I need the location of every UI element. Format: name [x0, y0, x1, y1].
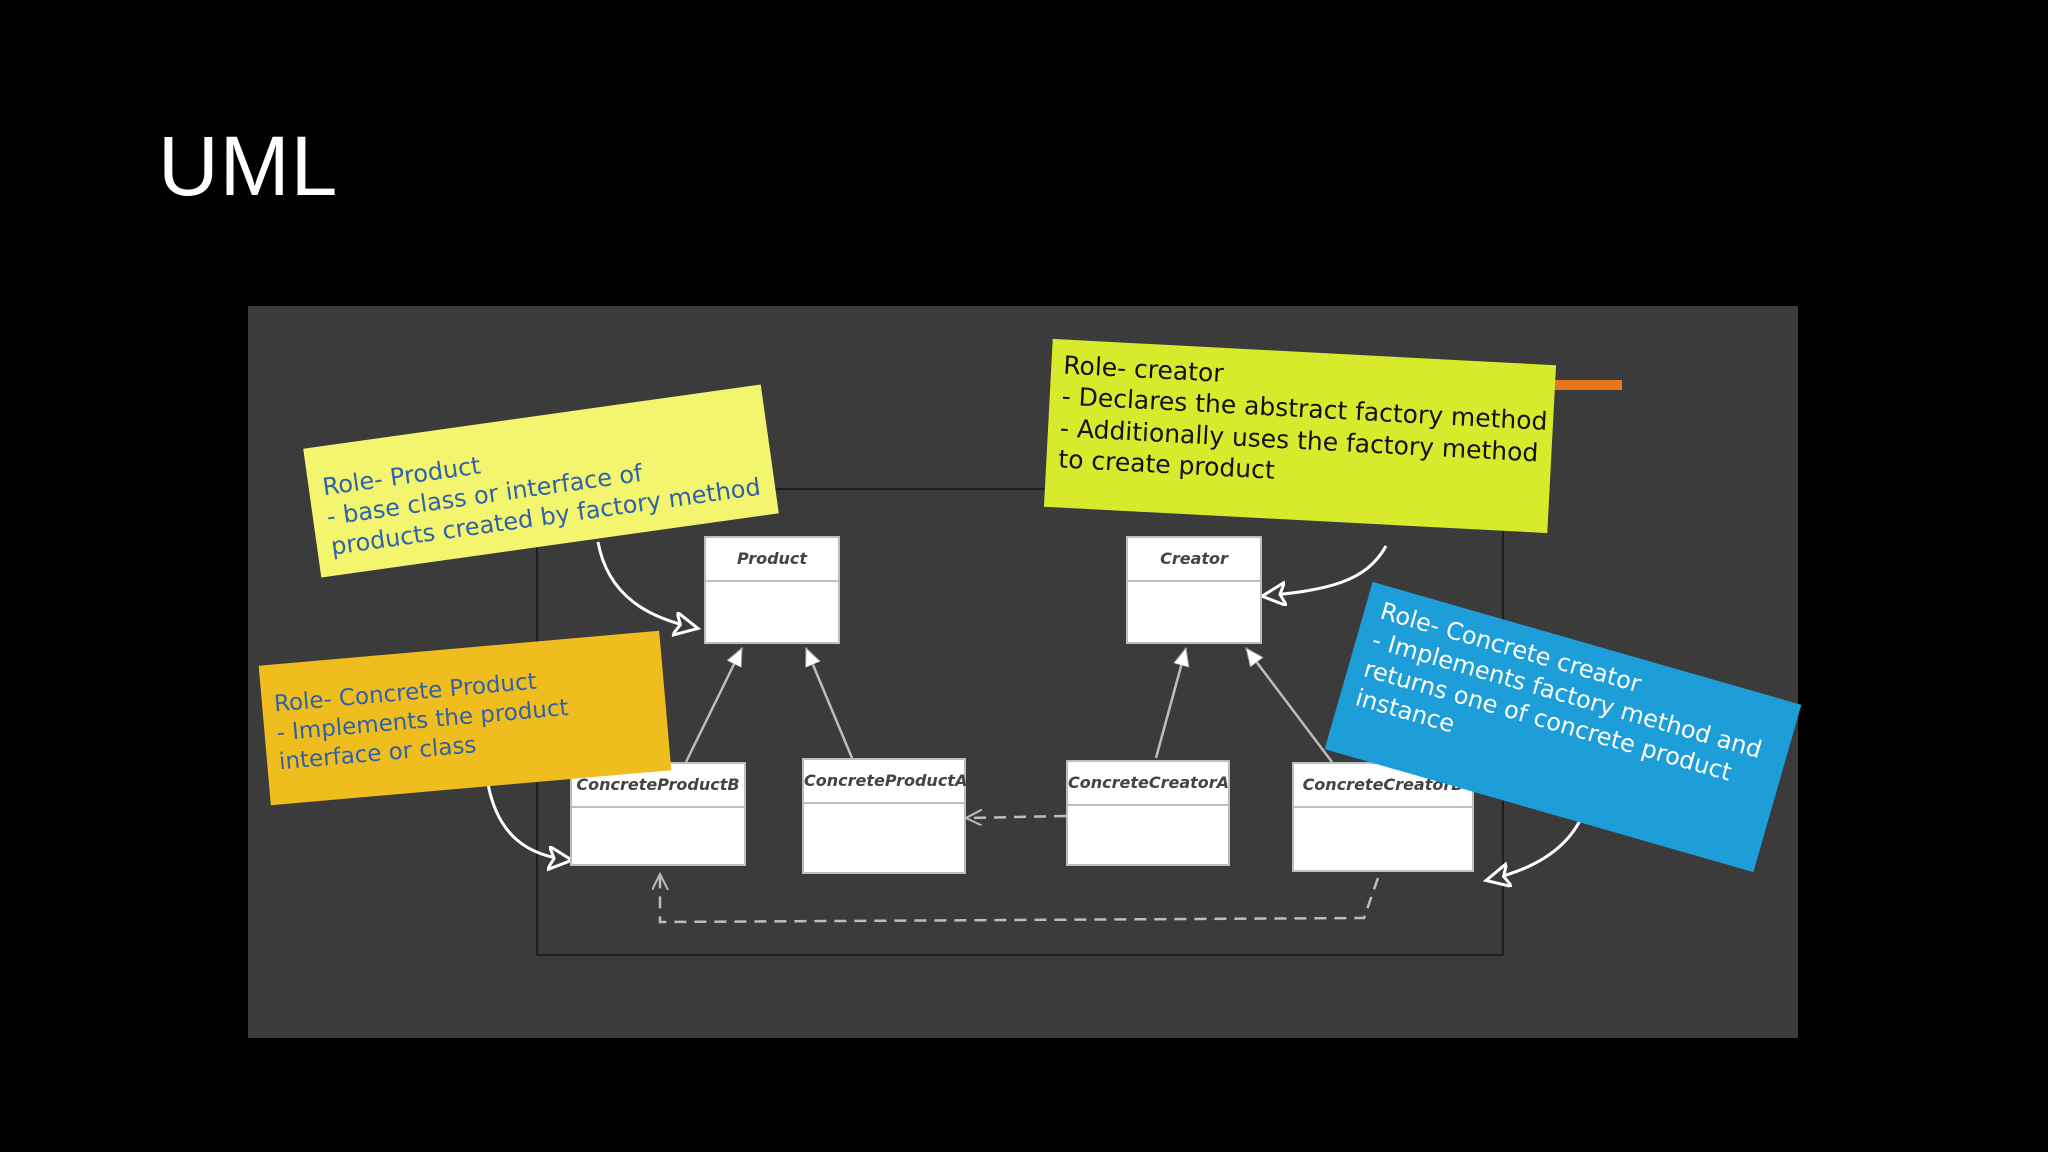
class-concrete-product-a-name: ConcreteProductA: [804, 760, 967, 804]
slide-title: UML: [158, 119, 339, 213]
class-product: Product: [704, 536, 840, 644]
inherit-arrow-cpa-product: [804, 648, 854, 759]
class-product-name: Product: [706, 538, 838, 582]
class-concrete-product-b: ConcreteProductB: [570, 762, 746, 866]
inherit-arrow-cca-creator: [1154, 648, 1186, 759]
class-concrete-product-a: ConcreteProductA: [802, 758, 967, 874]
class-creator: Creator: [1126, 536, 1262, 644]
uml-diagram-panel: Product Creator ConcreteProductB Concret…: [248, 306, 1802, 1038]
note-pointer-creator: [1264, 545, 1388, 596]
dependency-cca-cpa: [966, 816, 1067, 818]
note-pointer-concrete-product: [486, 783, 570, 860]
class-concrete-product-b-name: ConcreteProductB: [572, 764, 744, 808]
class-creator-name: Creator: [1128, 538, 1260, 582]
note-role-creator: Role- creator - Declares the abstract fa…: [1043, 338, 1557, 534]
class-concrete-creator-a: ConcreteCreatorA: [1066, 760, 1230, 866]
class-concrete-creator-b-name: ConcreteCreatorB: [1294, 764, 1472, 808]
note-pointer-product: [596, 541, 696, 628]
dependency-ccb-cpb: [660, 874, 1380, 924]
note-corner-tab: [1552, 380, 1622, 390]
inherit-arrow-ccb-creator: [1245, 648, 1333, 763]
inherit-arrow-cpb-product: [684, 648, 744, 763]
class-concrete-creator-a-name: ConcreteCreatorA: [1068, 762, 1229, 806]
